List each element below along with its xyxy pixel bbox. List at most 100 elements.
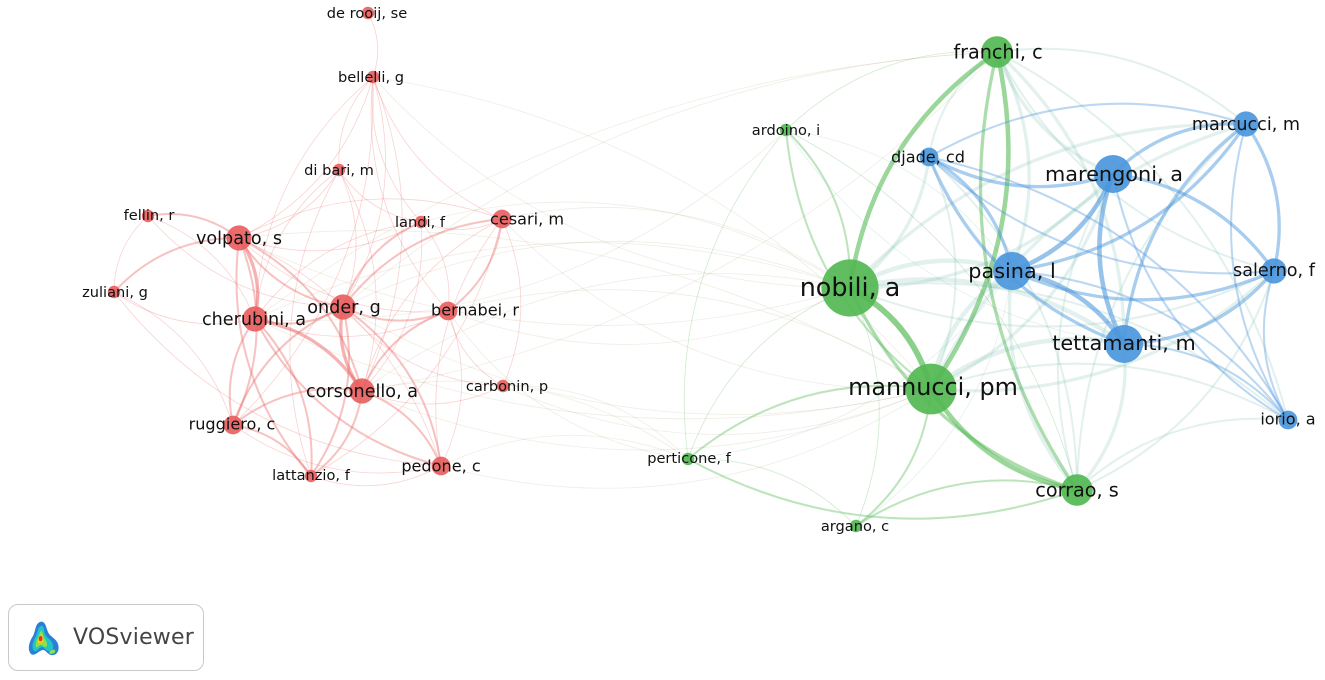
- link-mannucci-marcucci: [929, 122, 1247, 390]
- link-dibari-landi: [338, 169, 422, 223]
- node-nobili[interactable]: [821, 259, 879, 317]
- node-dibari[interactable]: [332, 163, 346, 177]
- link-bellelli-cherubini: [254, 76, 374, 320]
- vosviewer-density-logo-icon: [28, 621, 59, 655]
- node-marengoni[interactable]: [1094, 155, 1132, 193]
- link-bellelli-cesari: [372, 76, 503, 220]
- link-volpato-nobili: [238, 237, 851, 326]
- link-corrao-pasina: [1007, 270, 1079, 492]
- node-djade[interactable]: [919, 147, 939, 167]
- link-corsonello-ruggiero: [232, 387, 363, 426]
- node-landi[interactable]: [414, 215, 428, 229]
- link-landi-nobili: [420, 201, 851, 289]
- node-label-volpato: volpato, s: [196, 229, 282, 249]
- link-pedone-lattanzio: [310, 465, 442, 487]
- link-cesari-corsonello: [361, 218, 503, 392]
- link-djade-marengoni: [928, 155, 1114, 189]
- link-argano-pasina: [855, 270, 1013, 527]
- node-bernabei[interactable]: [438, 301, 458, 321]
- node-derooij[interactable]: [361, 6, 375, 20]
- node-zuliani[interactable]: [107, 285, 121, 299]
- link-zuliani-cherubini: [113, 291, 256, 325]
- node-label-bernabei: bernabei, r: [431, 301, 519, 320]
- link-landi-cherubini: [254, 221, 422, 320]
- link-dibari-volpato: [238, 169, 340, 239]
- node-label-marcucci: marcucci, m: [1192, 115, 1300, 135]
- node-label-dibari: di bari, m: [304, 162, 374, 179]
- link-cesari-nobili: [501, 207, 851, 289]
- link-bernabei-pedone: [440, 310, 463, 467]
- node-label-pasina: pasina, l: [968, 259, 1055, 283]
- link-volpato-onder: [238, 237, 344, 309]
- link-dibari-cherubini: [254, 169, 340, 320]
- node-label-salerno: salerno, f: [1233, 261, 1316, 281]
- node-perticone[interactable]: [681, 452, 695, 466]
- node-mannucci[interactable]: [905, 363, 957, 415]
- link-onder-nobili: [342, 240, 851, 308]
- link-ardoino-corrao: [785, 129, 1078, 491]
- link-franchi-pasina: [995, 51, 1031, 272]
- node-label-perticone: perticone, f: [647, 450, 731, 467]
- node-argano[interactable]: [849, 519, 863, 533]
- link-franchi-tettamanti: [995, 50, 1126, 345]
- link-djade-iorio: [928, 155, 1289, 421]
- node-pedone[interactable]: [431, 456, 451, 476]
- link-marengoni-tettamanti: [1097, 173, 1127, 346]
- node-ruggiero[interactable]: [223, 415, 243, 435]
- node-carbonin[interactable]: [496, 379, 510, 393]
- link-nobili-corrao: [848, 287, 1078, 492]
- link-fellin-zuliani: [113, 215, 149, 293]
- link-tettamanti-iorio: [1123, 342, 1289, 421]
- link-ardoino-perticone: [683, 129, 787, 460]
- link-mannucci-iorio: [930, 362, 1289, 421]
- link-marcucci-salerno: [1244, 123, 1281, 272]
- link-onder-franchi: [342, 51, 998, 308]
- link-cherubini-nobili: [254, 242, 851, 320]
- node-ardoino[interactable]: [779, 123, 793, 137]
- link-onder-carbonin: [342, 306, 504, 387]
- node-salerno[interactable]: [1261, 258, 1287, 284]
- link-cesari-onder: [342, 217, 503, 308]
- node-label-zuliani: zuliani, g: [82, 284, 148, 301]
- link-franchi-mannucci: [929, 51, 1011, 391]
- node-label-argano: argano, c: [821, 518, 889, 535]
- link-carbonin-perticone: [502, 385, 689, 460]
- link-mannucci-corrao: [929, 387, 1078, 493]
- link-bellelli-dibari: [338, 76, 374, 171]
- node-label-franchi: franchi, c: [953, 41, 1042, 64]
- link-corsonello-carbonin: [361, 385, 504, 405]
- link-volpato-cesari: [238, 198, 503, 239]
- link-landi-bernabei: [420, 221, 450, 312]
- link-onder-lattanzio: [310, 306, 351, 477]
- link-corsonello-franchi: [361, 51, 998, 392]
- node-pasina[interactable]: [993, 252, 1031, 290]
- node-tettamanti[interactable]: [1105, 325, 1143, 363]
- node-cesari[interactable]: [492, 209, 512, 229]
- link-derooij-bellelli: [367, 12, 379, 78]
- link-franchi-iorio: [996, 51, 1289, 421]
- link-cherubini-ardoino: [254, 129, 787, 321]
- node-corsonello[interactable]: [349, 378, 375, 404]
- node-iorio[interactable]: [1278, 410, 1298, 430]
- link-ruggiero-pedone: [232, 424, 442, 474]
- link-mannucci-djade: [928, 156, 957, 390]
- node-marcucci[interactable]: [1233, 111, 1259, 137]
- link-volpato-ruggiero: [232, 237, 258, 426]
- node-lattanzio[interactable]: [304, 469, 318, 483]
- node-label-djade: djade, cd: [891, 148, 965, 167]
- node-cherubini[interactable]: [242, 306, 268, 332]
- link-franchi-marengoni: [995, 51, 1114, 176]
- link-tettamanti-salerno: [1123, 269, 1276, 346]
- link-nobili-perticone: [687, 287, 851, 460]
- node-volpato[interactable]: [226, 225, 252, 251]
- link-fellin-onder: [147, 215, 344, 308]
- link-fellin-cherubini: [147, 215, 256, 320]
- link-ardoino-tettamanti: [785, 129, 1125, 345]
- node-bellelli[interactable]: [366, 70, 380, 84]
- node-corrao[interactable]: [1061, 474, 1093, 506]
- link-zuliani-ruggiero: [113, 291, 234, 426]
- node-franchi[interactable]: [981, 36, 1013, 68]
- link-corrao-marcucci: [1075, 123, 1247, 491]
- node-fellin[interactable]: [141, 209, 155, 223]
- node-onder[interactable]: [330, 294, 356, 320]
